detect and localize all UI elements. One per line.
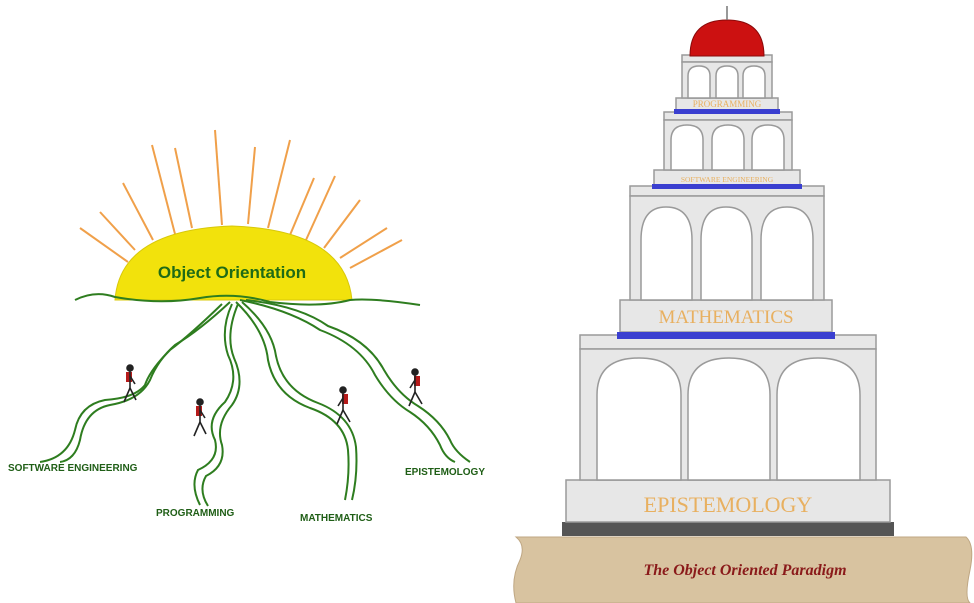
path-epistemology-edge <box>245 299 471 463</box>
sun-body <box>114 225 353 301</box>
band <box>617 332 835 339</box>
tier-label-software-engineering: SOFTWARE ENGINEERING <box>681 175 774 184</box>
arch-opening <box>751 124 785 171</box>
path-labels: SOFTWARE ENGINEERING PROGRAMMING MATHEMA… <box>8 463 485 524</box>
arch-opening <box>687 357 771 481</box>
blue-bands <box>617 109 835 339</box>
path-software-engineering-edge <box>39 303 223 463</box>
arch-opening <box>760 206 814 301</box>
dome-cap <box>689 19 765 57</box>
band <box>674 109 780 114</box>
path-label-mathematics: MATHEMATICS <box>300 513 373 524</box>
arch-opening <box>670 124 704 171</box>
path-mathematics-edge <box>241 301 358 501</box>
path-mathematics <box>235 301 350 501</box>
hiker-icon <box>123 364 137 403</box>
sun-label: Object Orientation <box>158 263 306 282</box>
path-label-programming: PROGRAMMING <box>156 508 235 519</box>
path-label-epistemology: EPISTEMOLOGY <box>405 467 485 478</box>
arch-opening <box>742 65 766 99</box>
tier-label-epistemology: EPISTEMOLOGY <box>644 492 813 517</box>
path-programming <box>193 303 235 506</box>
plinth <box>562 522 894 536</box>
ground-scroll: The Object Oriented Paradigm <box>513 536 973 603</box>
arch-opening <box>711 124 745 171</box>
arch-opening <box>776 357 861 481</box>
tier-label-mathematics: MATHEMATICS <box>658 307 793 328</box>
arch-opening <box>700 206 753 301</box>
arch-opening <box>640 206 693 301</box>
horizon-line <box>74 293 421 306</box>
path-programming-edge <box>201 303 241 507</box>
hiker-icon <box>193 398 207 437</box>
path-epistemology <box>239 299 456 463</box>
path-label-software-engineering: SOFTWARE ENGINEERING <box>8 463 138 474</box>
tier-labels: PROGRAMMING SOFTWARE ENGINEERING MATHEMA… <box>644 99 813 517</box>
band <box>652 184 802 189</box>
sun-group: Object Orientation <box>79 129 403 301</box>
base-label: The Object Oriented Paradigm <box>643 562 846 579</box>
arch-opening <box>596 357 682 481</box>
tier-label-programming: PROGRAMMING <box>693 99 762 109</box>
hiker-icon <box>408 368 423 407</box>
sun-rays <box>79 129 403 269</box>
path-software-engineering <box>59 301 231 463</box>
dome <box>689 6 765 57</box>
arch-opening <box>715 65 739 99</box>
hiker-icon <box>336 386 351 425</box>
ground-slab <box>513 536 973 603</box>
hiker-figures <box>123 364 423 437</box>
tower <box>565 54 891 523</box>
arch-opening <box>687 65 711 99</box>
